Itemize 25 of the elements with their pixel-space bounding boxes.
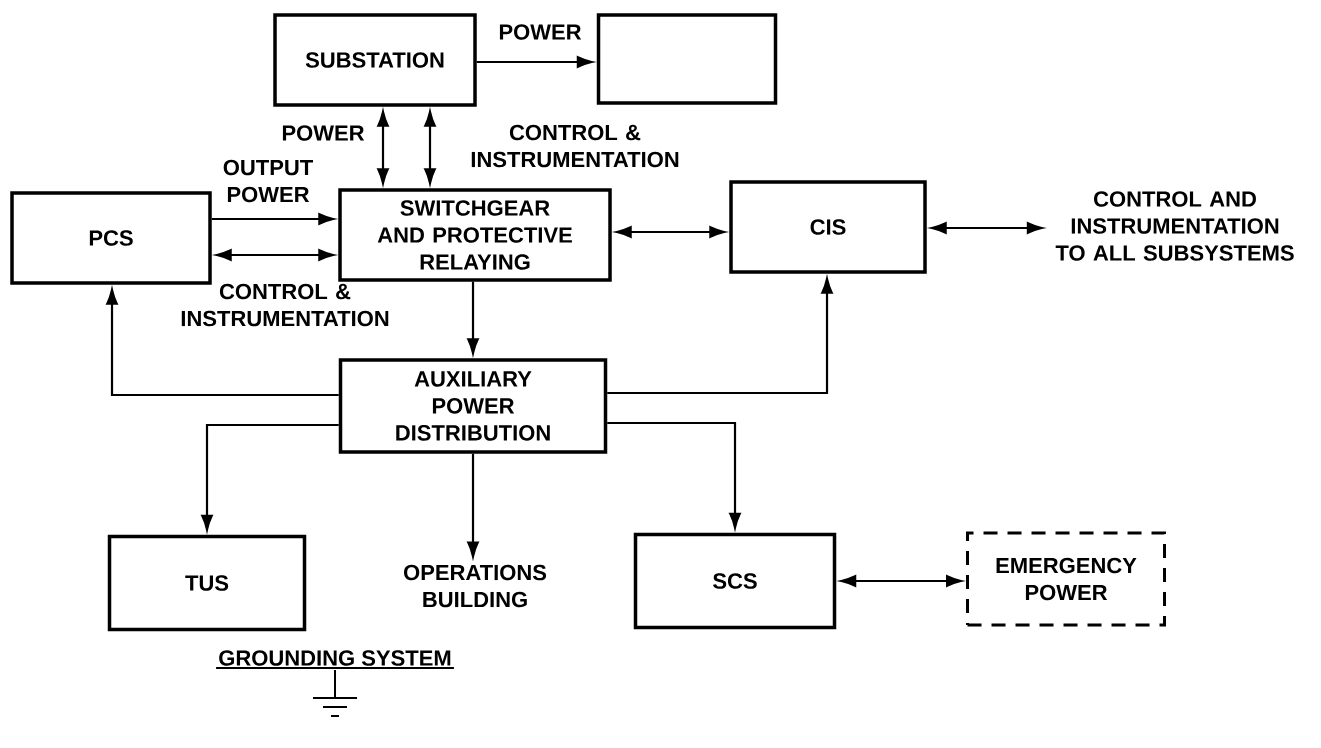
process-box: SWITCHGEAR AND PROTECTIVE RELAYING	[338, 188, 612, 282]
process-box: AUXILIARY POWER DISTRIBUTION	[338, 358, 608, 454]
underlined-label: GROUNDING SYSTEM	[219, 650, 451, 666]
text-label: CONTROL AND INSTRUMENTATION TO ALL SUBSYSTEMS	[1055, 191, 1294, 261]
process-box: TUS	[107, 534, 307, 632]
text-label: OPERATIONS BUILDING	[404, 564, 547, 608]
edge-label: OUTPUT POWER	[223, 159, 313, 203]
arrow	[615, 226, 726, 238]
arrow	[424, 110, 436, 185]
process-box: CIS	[729, 180, 927, 274]
arrow	[467, 281, 479, 355]
arrow	[377, 110, 389, 185]
arrow	[215, 249, 335, 261]
edge-label: CONTROL & INSTRUMENTATION	[181, 283, 389, 327]
edge-label: POWER	[499, 24, 582, 40]
process-box: SCS	[633, 532, 837, 630]
process-box: SUBSTATION	[273, 13, 477, 107]
process-box: PCS	[10, 191, 212, 285]
empty-box	[596, 13, 778, 105]
edge-label: POWER	[282, 125, 365, 141]
arrow	[106, 288, 339, 397]
arrow	[607, 277, 833, 395]
edge-label: CONTROL & INSTRUMENTATION	[471, 124, 679, 168]
arrow	[211, 213, 335, 225]
dashed-box: EMERGENCY POWER	[966, 531, 1166, 627]
